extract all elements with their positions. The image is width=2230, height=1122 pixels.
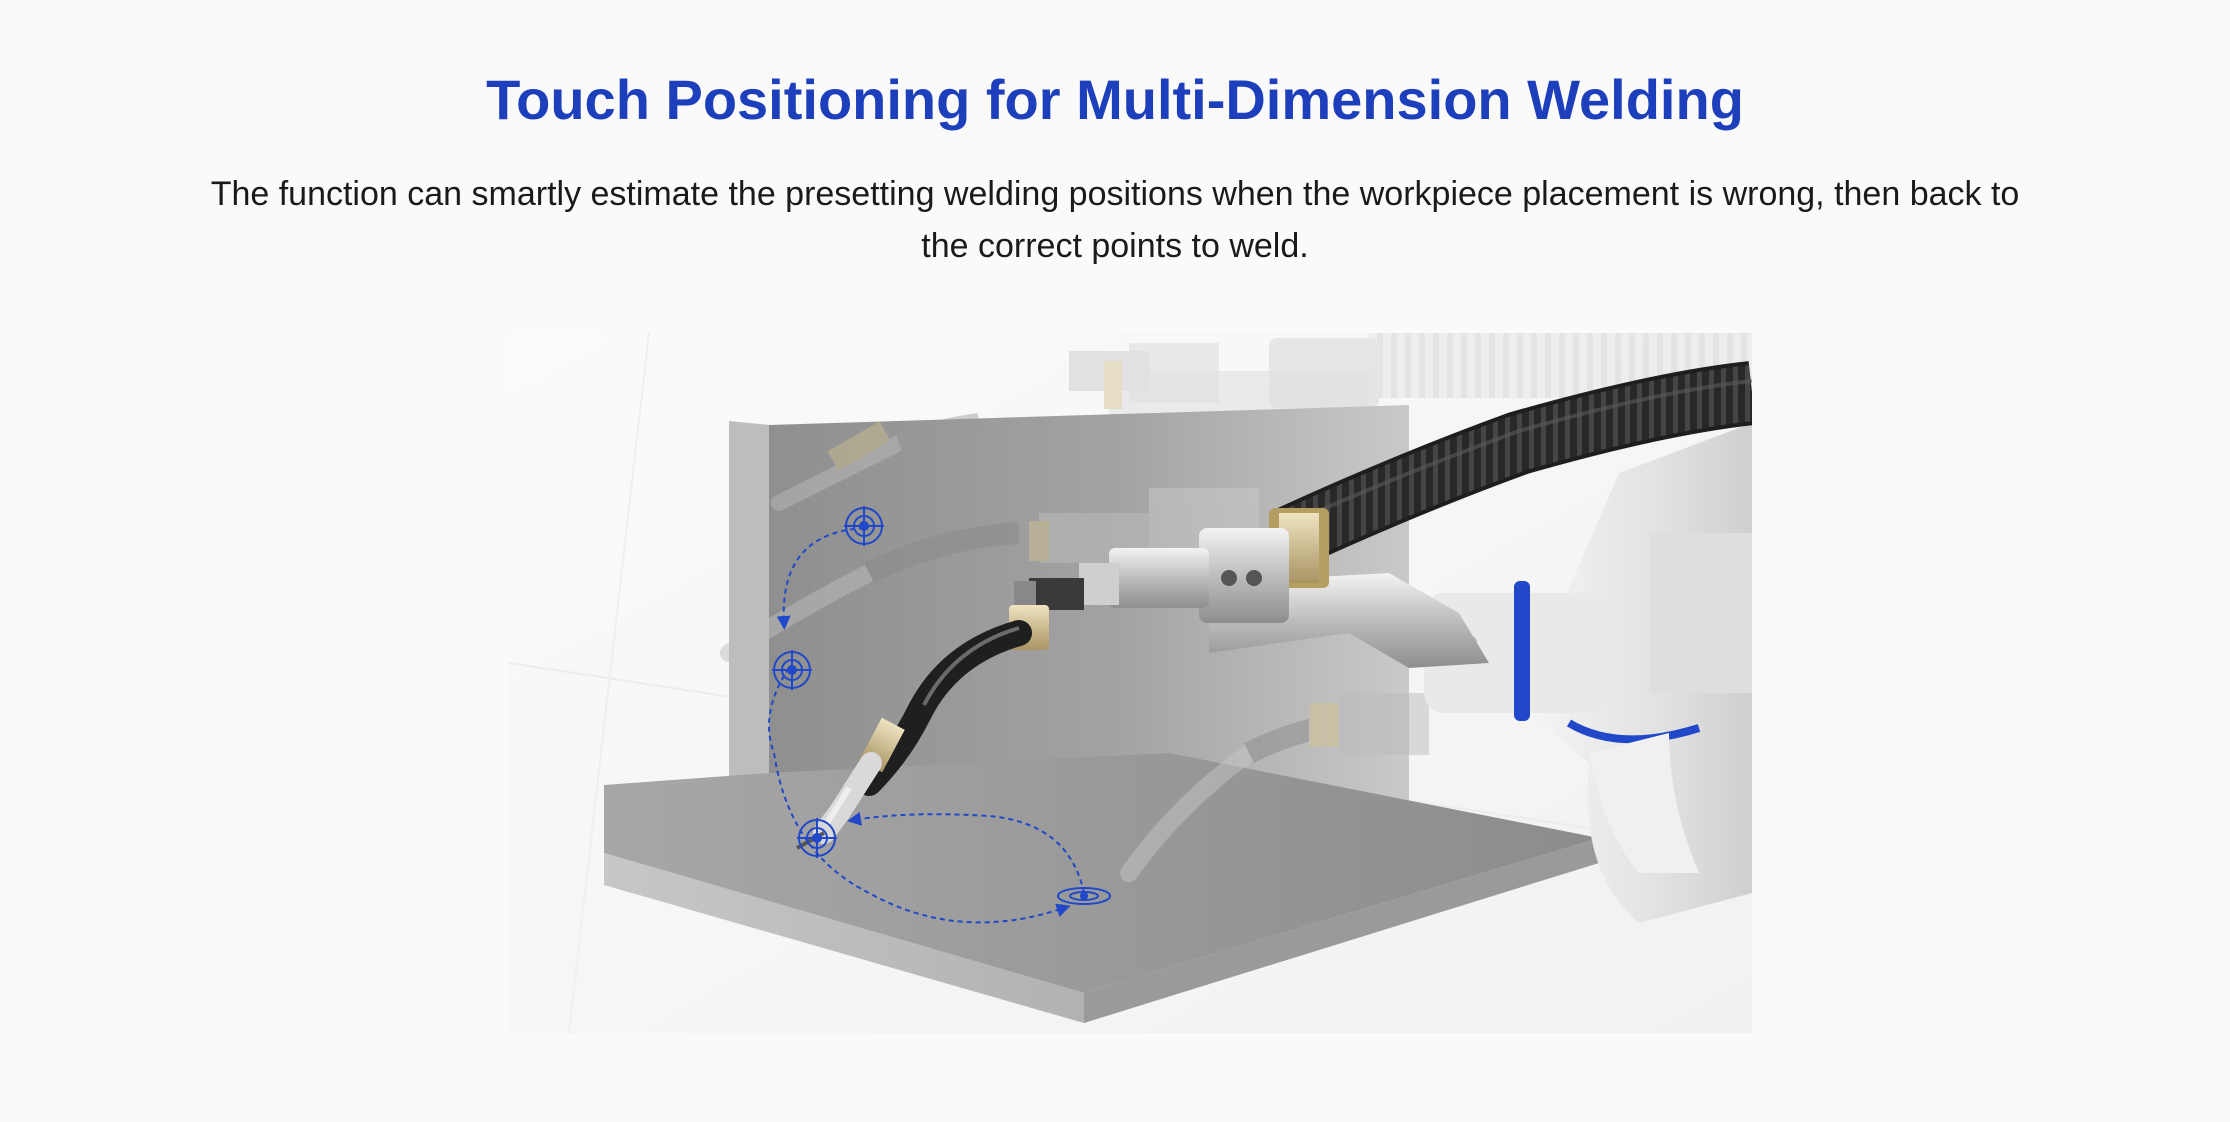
target-point-icon [1057,887,1111,905]
welding-hose [1275,361,1752,568]
target-point-icon [772,650,812,690]
section-title: Touch Positioning for Multi-Dimension We… [486,68,1744,131]
welding-illustration [509,333,1752,1033]
ghost-torch-upper [771,413,981,511]
welding-torch-icon [796,508,1489,850]
ghost-torch-lower [1120,693,1429,882]
welding-scene-graphic [509,333,1752,1033]
target-point-icon [844,506,884,546]
section-description: The function can smartly estimate the pr… [210,175,2020,265]
robot-arm-icon [1424,423,1752,923]
target-point-icon [797,818,837,858]
